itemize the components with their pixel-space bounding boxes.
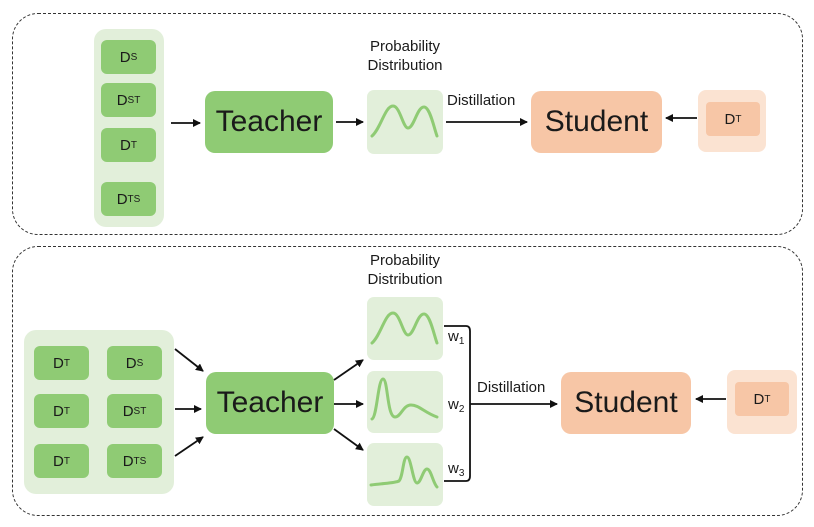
bottom-distribution-3 bbox=[367, 443, 443, 506]
weights-bracket bbox=[444, 325, 471, 482]
top-student-box: Student bbox=[531, 91, 662, 153]
weight-1: w1 bbox=[448, 328, 465, 347]
top-distill-label: Distillation bbox=[447, 92, 516, 109]
bottom-arrow-teacher-to-dist-3 bbox=[333, 428, 364, 451]
top-distribution bbox=[367, 90, 443, 154]
weight-3: w3 bbox=[448, 460, 465, 479]
bottom-panel bbox=[12, 246, 803, 516]
bottom-arrow-teacher-to-dist-1 bbox=[333, 359, 364, 381]
bottom-student-box: Student bbox=[561, 372, 691, 434]
bottom-teacher-box: Teacher bbox=[206, 372, 334, 434]
top-panel bbox=[12, 13, 803, 235]
bottom-distribution-2 bbox=[367, 371, 443, 433]
bottom-arrow-data-to-teacher-1 bbox=[174, 348, 204, 372]
bottom-distribution-1 bbox=[367, 297, 443, 360]
top-teacher-box: Teacher bbox=[205, 91, 333, 153]
weight-2: w2 bbox=[448, 396, 465, 415]
bottom-arrow-data-to-teacher-3 bbox=[174, 436, 204, 457]
bottom-distill-label: Distillation bbox=[477, 379, 546, 396]
